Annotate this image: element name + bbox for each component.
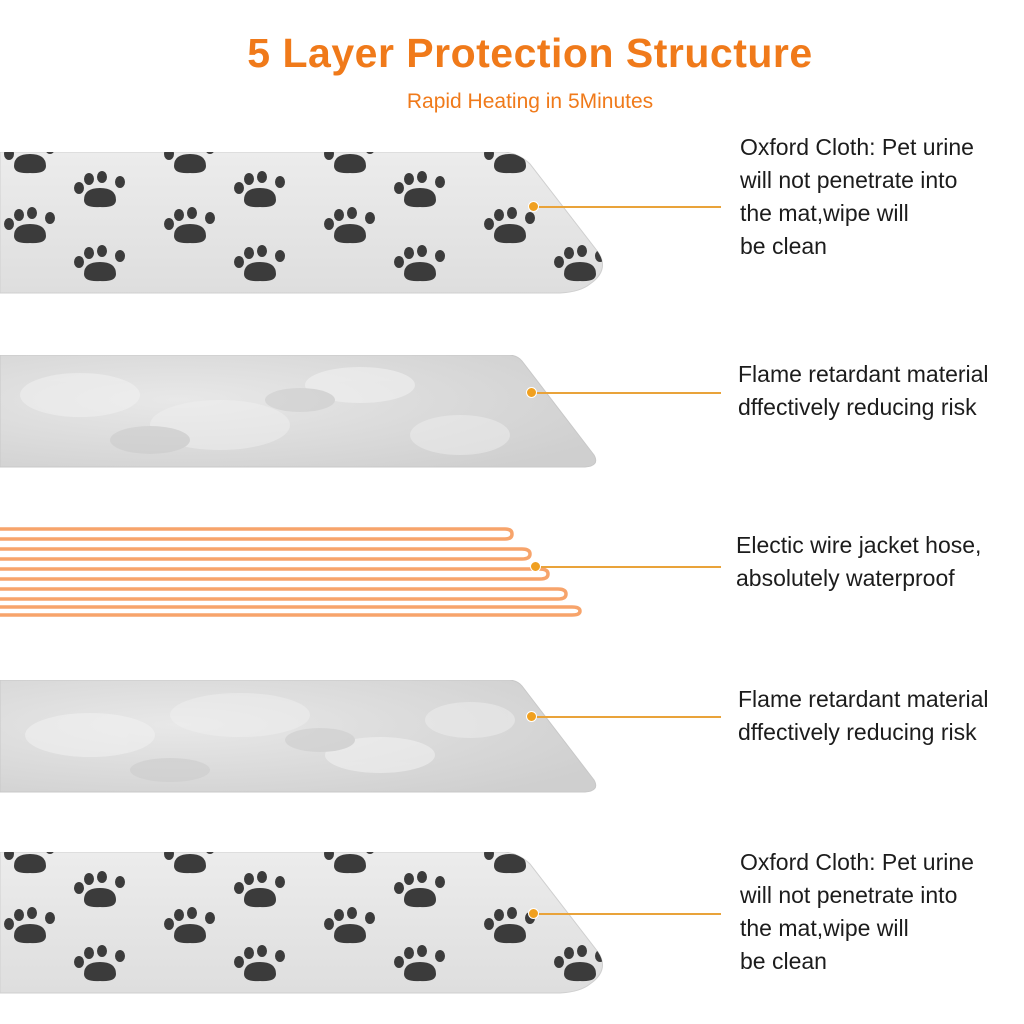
callout-dot-5	[528, 908, 539, 919]
paw-fabric-graphic	[0, 852, 603, 994]
layer-label-3: Electic wire jacket hose, absolutely wat…	[736, 532, 982, 591]
paw-print-icon	[554, 171, 603, 208]
layer-label-1: Oxford Cloth: Pet urine will not penetra…	[740, 134, 974, 259]
callout-dot-2	[526, 387, 537, 398]
callout-line-4	[531, 716, 721, 718]
paw-print-icon	[484, 207, 535, 244]
callout-dot-4	[526, 711, 537, 722]
paw-print-icon	[324, 152, 375, 174]
callout-line-3	[535, 566, 721, 568]
callout-line-1	[533, 206, 721, 208]
felt-graphic	[0, 680, 597, 793]
paw-print-icon	[74, 945, 125, 982]
callout-dot-1	[528, 201, 539, 212]
callout-line-2	[531, 392, 721, 394]
layer-oxford-cloth-bottom	[0, 852, 620, 997]
layer-flame-retardant-top	[0, 355, 620, 470]
heating-wire-graphic	[0, 527, 582, 617]
paw-print-icon	[164, 907, 215, 944]
paw-print-icon	[74, 871, 125, 908]
paw-print-icon	[554, 945, 603, 982]
paw-print-icon	[74, 245, 125, 282]
paw-print-icon	[74, 171, 125, 208]
paw-print-icon	[164, 852, 215, 874]
paw-print-icon	[324, 852, 375, 874]
paw-print-icon	[234, 945, 285, 982]
diagram-subtitle: Rapid Heating in 5Minutes	[406, 90, 654, 113]
layer-oxford-cloth-top	[0, 152, 620, 297]
paw-print-icon	[324, 907, 375, 944]
paw-print-icon	[394, 245, 445, 282]
paw-print-icon	[394, 945, 445, 982]
diagram-title: 5 Layer Protection Structure	[247, 30, 813, 76]
paw-print-icon	[554, 871, 603, 908]
layer-flame-retardant-bottom	[0, 680, 620, 795]
layer-label-4: Flame retardant material dffectively red…	[738, 686, 989, 745]
paw-print-icon	[234, 245, 285, 282]
paw-print-icon	[394, 171, 445, 208]
paw-print-icon	[484, 852, 535, 874]
paw-print-icon	[164, 152, 215, 174]
felt-graphic	[0, 355, 597, 468]
layer-label-5: Oxford Cloth: Pet urine will not penetra…	[740, 849, 974, 974]
paw-print-icon	[4, 907, 55, 944]
callout-dot-3	[530, 561, 541, 572]
paw-print-icon	[484, 152, 535, 174]
paw-fabric-graphic	[0, 152, 603, 294]
paw-print-icon	[234, 871, 285, 908]
paw-print-icon	[4, 207, 55, 244]
layer-electric-wire	[0, 520, 620, 620]
paw-print-icon	[554, 245, 603, 282]
paw-print-icon	[324, 207, 375, 244]
paw-print-icon	[4, 852, 55, 874]
paw-print-icon	[394, 871, 445, 908]
paw-print-icon	[4, 152, 55, 174]
paw-print-icon	[164, 207, 215, 244]
callout-line-5	[533, 913, 721, 915]
layer-label-2: Flame retardant material dffectively red…	[738, 361, 989, 420]
paw-print-icon	[234, 171, 285, 208]
